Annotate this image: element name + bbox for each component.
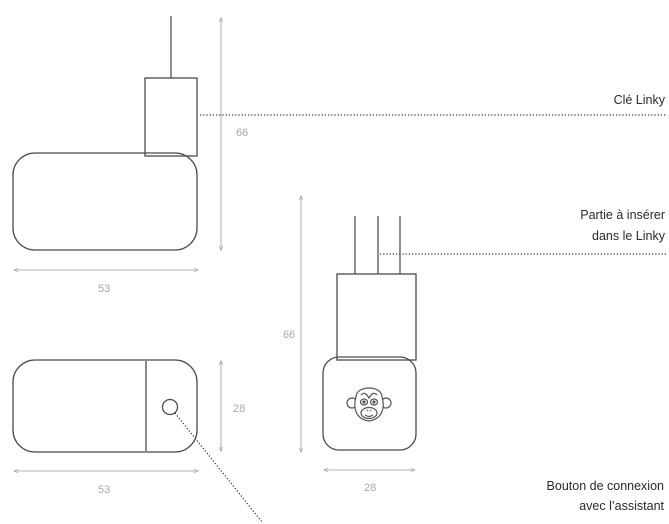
side-view-plug — [144, 77, 198, 157]
bottom-view: 28 53 — [12, 359, 245, 496]
side-view-body — [12, 152, 198, 251]
front-view-body — [322, 356, 417, 451]
monkey-face-icon — [346, 387, 392, 422]
partie-label-line1: Partie à insérer — [580, 208, 665, 222]
bottom-width-value: 53 — [98, 484, 110, 496]
connect-button[interactable] — [161, 398, 179, 416]
front-height-value: 66 — [283, 329, 295, 341]
front-view: 66 28 — [283, 196, 417, 494]
side-height-value: 66 — [236, 127, 248, 139]
bouton-leader — [174, 412, 263, 523]
front-width-value: 28 — [364, 482, 376, 494]
front-view-plug — [336, 273, 417, 361]
bottom-height-value: 28 — [233, 403, 245, 415]
bouton-label-line1: Bouton de connexion — [547, 479, 665, 493]
bottom-view-body — [12, 359, 198, 453]
partie-label-line2: dans le Linky — [592, 229, 666, 243]
cle-linky-label: Clé Linky — [614, 93, 666, 107]
bouton-label-line2: avec l’assistant — [579, 499, 664, 513]
side-width-value: 53 — [98, 283, 110, 295]
side-view: 66 53 — [12, 16, 248, 295]
